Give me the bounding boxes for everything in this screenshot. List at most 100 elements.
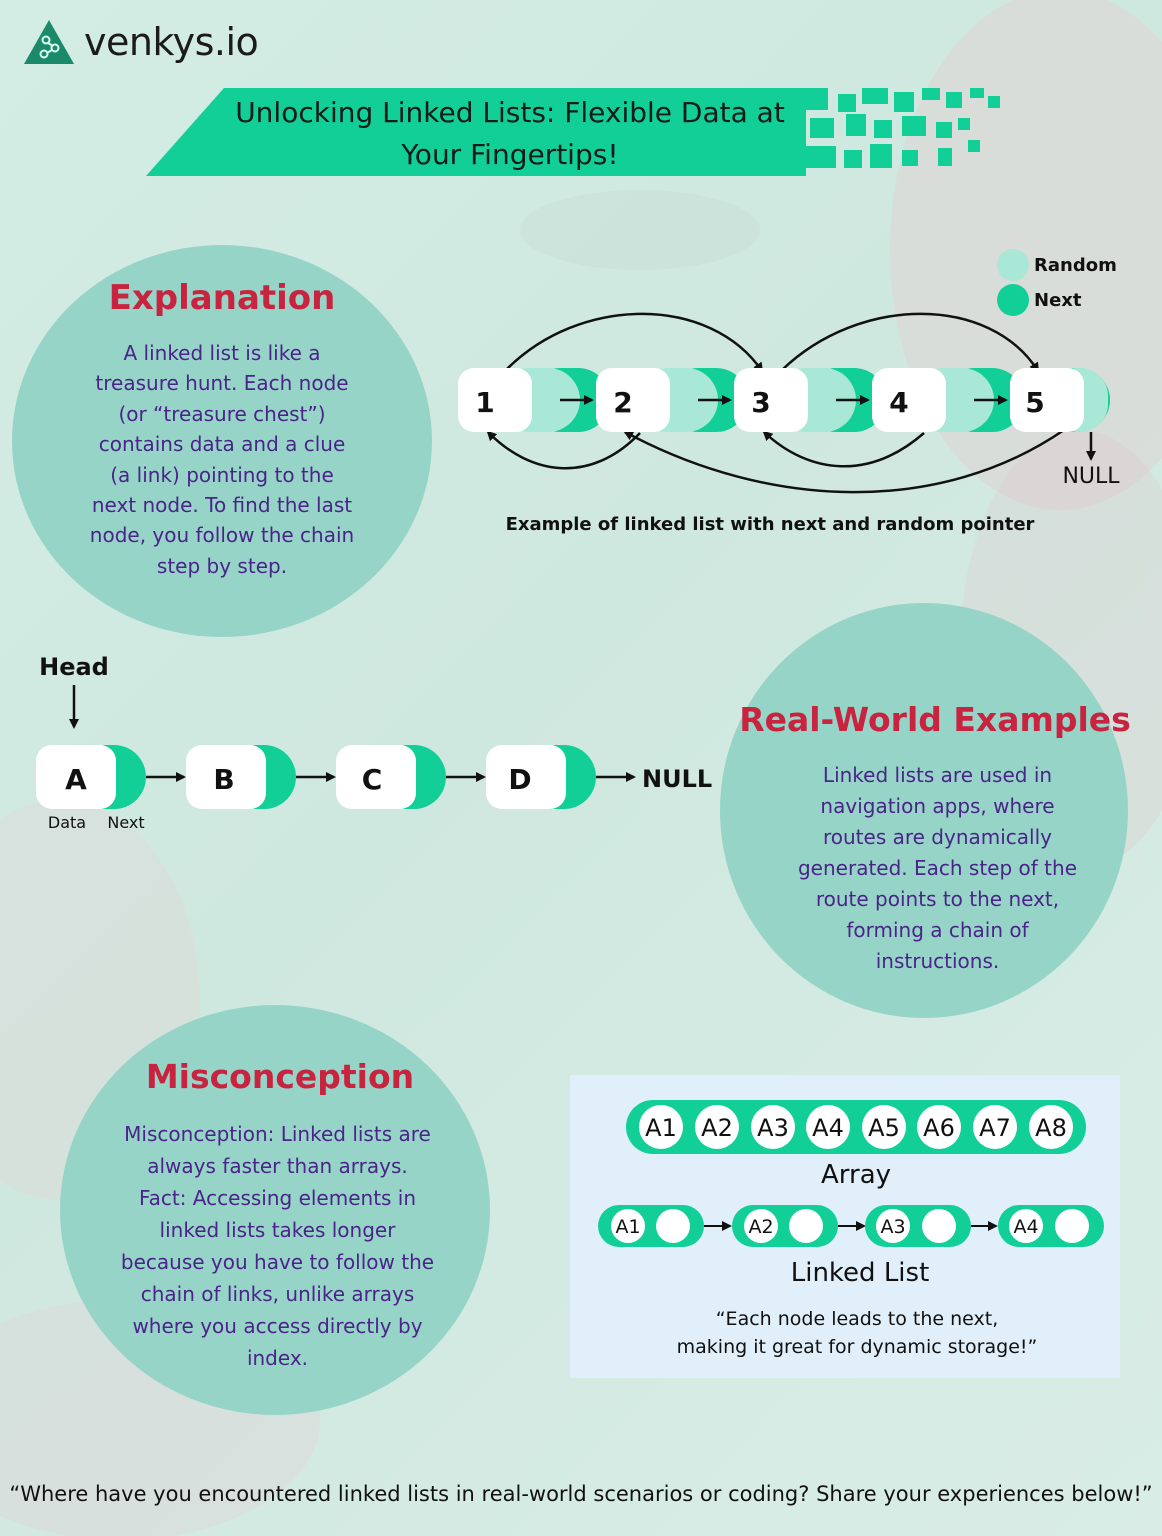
brand-name: venkys.io (84, 20, 259, 64)
real-world-line: Linked lists are used in (822, 763, 1053, 787)
array-item-label: A3 (757, 1114, 789, 1142)
real-world-line: navigation apps, where (820, 794, 1055, 818)
node-label: 1 (475, 386, 494, 419)
random-arc-1-3 (505, 312, 764, 373)
misconception-line: index. (246, 1346, 309, 1370)
random-arc-4-3 (762, 430, 925, 468)
explanation-line: (a link) pointing to the (110, 462, 334, 487)
misconception-line: linked lists takes longer (159, 1218, 396, 1242)
list-pill: A3 (865, 1205, 971, 1247)
random-list-node: 3 (734, 368, 886, 432)
list-item-label: A3 (880, 1216, 905, 1238)
random-pointer-diagram: Random Next 1 2 3 4 5 (458, 249, 1120, 535)
node-label: C (362, 763, 383, 796)
array-cell: A8 (1029, 1105, 1073, 1149)
explanation-line: treasure hunt. Each node (95, 371, 349, 396)
list-item-label: A1 (615, 1216, 640, 1238)
random-arc-5-2 (623, 428, 1065, 494)
title-line-2: Your Fingertips! (401, 138, 619, 171)
node-label: 2 (613, 386, 632, 419)
array-item-label: A1 (645, 1114, 677, 1142)
misconception-line: where you access directly by (132, 1314, 423, 1338)
array-container (626, 1100, 1086, 1154)
data-field-label: Data (48, 813, 86, 832)
explanation-circle (12, 245, 432, 637)
explanation-heading: Explanation (108, 278, 336, 318)
explanation-line: node, you follow the chain (89, 523, 355, 548)
list-node: C (336, 745, 446, 809)
list-node: B (186, 745, 296, 809)
null-label: NULL (642, 765, 712, 793)
array-item-label: A4 (812, 1114, 844, 1142)
list-pill: A1 (598, 1205, 704, 1247)
explanation-line: next node. To find the last (91, 493, 353, 518)
explanation-line: A linked list is like a (123, 341, 321, 365)
real-world-heading: Real-World Examples (739, 700, 1131, 739)
list-node: A (36, 745, 146, 809)
real-world-line: instructions. (875, 949, 1000, 973)
node-label: 3 (751, 386, 770, 419)
array-item-label: A8 (1035, 1114, 1067, 1142)
array-label: Array (821, 1160, 891, 1190)
misconception-line: Fact: Accessing elements in (138, 1186, 417, 1210)
array-cell: A4 (806, 1105, 850, 1149)
explanation-text: A linked list is like a treasure hunt. E… (32, 338, 412, 581)
array-item-label: A7 (979, 1114, 1011, 1142)
misconception-line: Misconception: Linked lists are (124, 1122, 431, 1146)
random-list-node: 5 (1010, 368, 1110, 432)
array-cell: A6 (917, 1105, 961, 1149)
list-pill: A2 (732, 1205, 838, 1247)
diagram-caption: Example of linked list with next and ran… (506, 514, 1035, 535)
quote-line-1: “Each node leads to the next, (716, 1308, 999, 1330)
legend-next-swatch (997, 284, 1029, 316)
explanation-line: contains data and a clue (98, 432, 346, 457)
array-item-label: A6 (923, 1114, 955, 1142)
random-list-node: 4 (872, 368, 1024, 432)
misconception-line: always faster than arrays. (147, 1154, 408, 1178)
node-label: B (213, 763, 234, 796)
list-item-label: A4 (1013, 1216, 1038, 1238)
logo-icon (24, 20, 74, 64)
legend-random-label: Random (1034, 255, 1117, 276)
array-vs-list-diagram: A1 A2 A3 A4 A5 A6 A7 A8 Array A1 A2 A3 A… (598, 1100, 1104, 1358)
node-label: A (65, 763, 87, 796)
real-world-text: Linked lists are used in navigation apps… (740, 760, 1135, 977)
misconception-circle (60, 1005, 490, 1415)
misconception-text: Misconception: Linked lists are always f… (90, 1118, 465, 1374)
title-banner (146, 88, 1000, 176)
legend-random-swatch (997, 249, 1029, 281)
node-label: 5 (1025, 386, 1044, 419)
list-item-label: A2 (748, 1216, 773, 1238)
list-node: D (486, 745, 596, 809)
random-arc-2-1 (486, 430, 641, 470)
array-cell: A3 (751, 1105, 795, 1149)
array-cell: A2 (695, 1105, 739, 1149)
quote-line-2: making it great for dynamic storage!” (677, 1336, 1038, 1358)
next-field-label: Next (107, 813, 144, 832)
array-cell: A7 (973, 1105, 1017, 1149)
simple-linked-list: Head A B C D NULL Data Next (36, 653, 712, 832)
legend-next-label: Next (1034, 290, 1082, 311)
array-cell: A5 (862, 1105, 906, 1149)
real-world-line: routes are dynamically (822, 825, 1053, 849)
real-world-line: forming a chain of (846, 918, 1029, 942)
footer-question: “Where have you encountered linked lists… (9, 1482, 1153, 1506)
head-label: Head (39, 653, 109, 681)
real-world-line: generated. Each step of the (797, 856, 1077, 880)
title-line-1: Unlocking Linked Lists: Flexible Data at (235, 96, 785, 129)
list-pill: A4 (998, 1205, 1104, 1247)
misconception-heading: Misconception (145, 1057, 415, 1096)
node-label: 4 (889, 386, 908, 419)
explanation-line: (or “treasure chest”) (118, 401, 326, 426)
random-arc-3-5 (781, 312, 1040, 373)
node-label: D (508, 763, 531, 796)
real-world-line: route points to the next, (815, 887, 1060, 911)
explanation-line: step by step. (156, 553, 288, 578)
misconception-line: because you have to follow the (120, 1250, 435, 1274)
page-title: Unlocking Linked Lists: Flexible Data at… (210, 92, 810, 176)
brand-logo[interactable]: venkys.io (22, 18, 259, 66)
real-world-circle (720, 603, 1128, 1018)
array-item-label: A5 (868, 1114, 900, 1142)
misconception-line: chain of links, unlike arrays (140, 1282, 415, 1306)
linked-list-label: Linked List (791, 1258, 930, 1288)
